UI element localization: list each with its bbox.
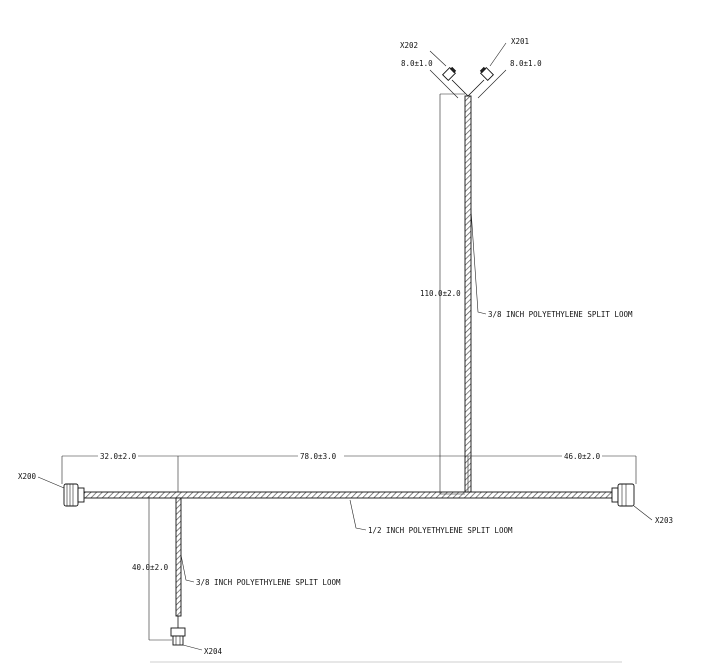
vertical-loom-label: 3/8 INCH POLYETHYLENE SPLIT LOOM xyxy=(488,310,633,319)
main-trunk xyxy=(83,491,613,499)
x200-connector xyxy=(63,483,85,507)
x202-dim-line xyxy=(429,69,459,99)
vertical-dim-label: 110.0±2.0 xyxy=(420,289,461,298)
vertical-branch-loom xyxy=(464,95,472,493)
x204-leader xyxy=(182,644,203,651)
vertical-branch xyxy=(439,79,485,495)
x202-connector xyxy=(441,66,457,82)
x201-label: X201 xyxy=(511,37,529,46)
x204-connector xyxy=(170,627,186,646)
x201-connector xyxy=(479,66,495,82)
horizontal-dimension xyxy=(61,455,637,492)
main-trunk-loom xyxy=(83,491,613,499)
x201-dim-line xyxy=(477,69,507,99)
x203-label: X203 xyxy=(655,516,673,525)
trunk-loom-label: 1/2 INCH POLYETHYLENE SPLIT LOOM xyxy=(368,526,513,535)
x203-leader xyxy=(633,505,653,521)
x204-label: X204 xyxy=(204,647,223,656)
x202-label: X202 xyxy=(400,41,418,50)
lower-branch xyxy=(148,496,182,641)
lower-loom-label: 3/8 INCH POLYETHYLENE SPLIT LOOM xyxy=(196,578,341,587)
trunk-loom-leader xyxy=(349,499,367,531)
x202-dim-label: 8.0±1.0 xyxy=(401,59,433,68)
x202-leader xyxy=(429,50,447,67)
left-segment-dim-label: 32.0±2.0 xyxy=(100,452,137,461)
x200-label: X200 xyxy=(18,472,37,481)
x201-dim-label: 8.0±1.0 xyxy=(510,59,542,68)
x200-leader xyxy=(37,476,65,489)
vertical-loom-leader xyxy=(470,209,487,315)
middle-segment-dim-label: 78.0±3.0 xyxy=(300,452,337,461)
lower-loom-leader xyxy=(180,554,195,583)
lower-branch-loom xyxy=(175,497,182,617)
right-segment-dim-label: 46.0±2.0 xyxy=(564,452,601,461)
x202-wire xyxy=(451,79,469,97)
lower-dim-label: 40.0±2.0 xyxy=(132,563,169,572)
x201-wire xyxy=(467,79,485,97)
x203-connector xyxy=(611,483,635,507)
x201-leader xyxy=(489,42,507,67)
